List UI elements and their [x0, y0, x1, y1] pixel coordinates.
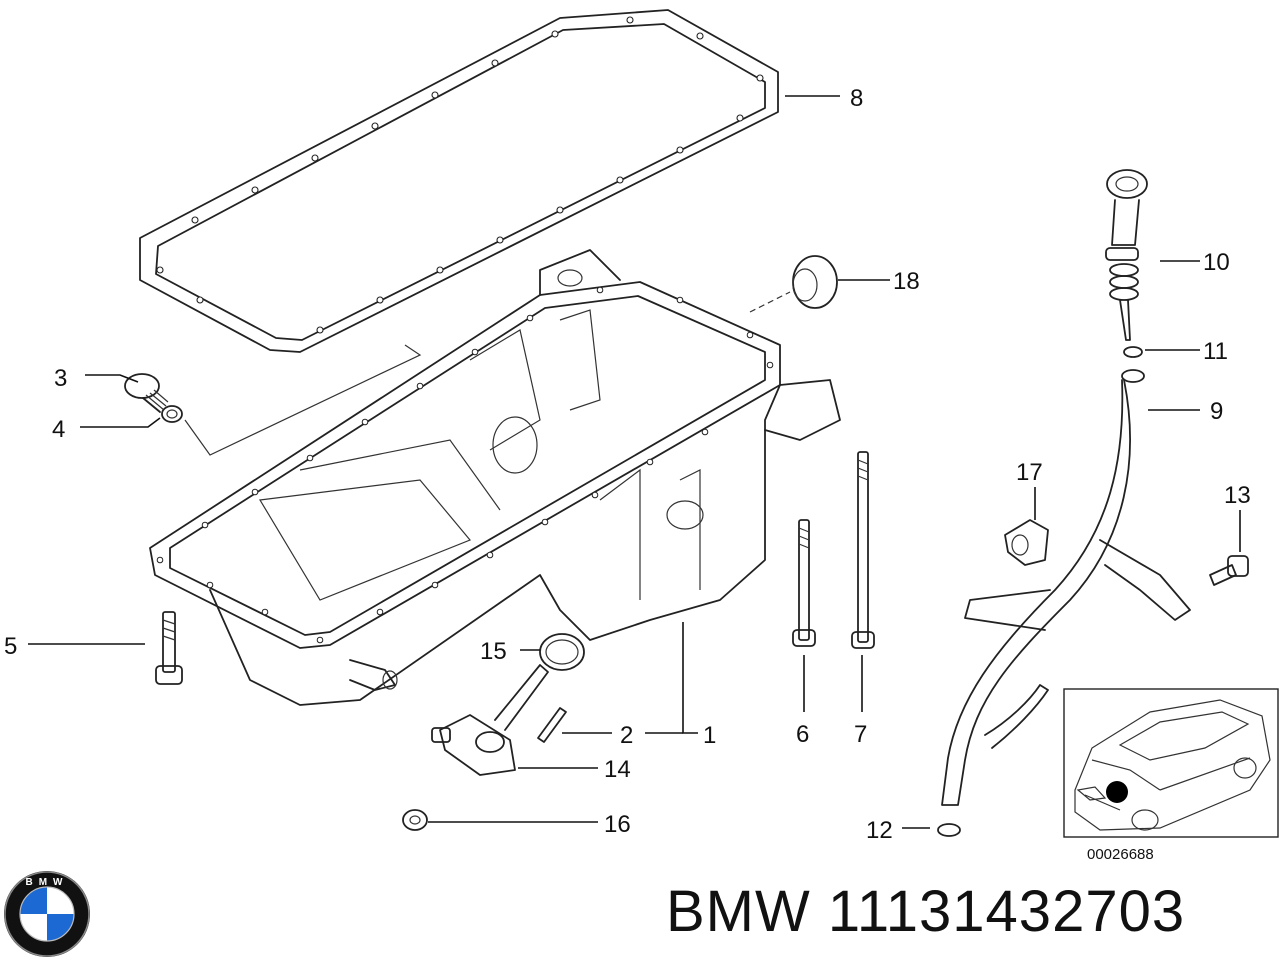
callout-7: 7: [854, 721, 867, 748]
callout-8: 8: [850, 85, 863, 112]
callout-2: 2: [620, 722, 633, 749]
leader-lines: [28, 95, 1241, 829]
callout-3: 3: [54, 365, 67, 392]
drain-plug-position-line: [184, 344, 422, 456]
callout-14: 14: [604, 756, 631, 783]
clip-17: [1004, 519, 1049, 566]
car-icon: [1074, 699, 1271, 831]
bolt-7: [851, 451, 875, 649]
o-ring-12: [937, 823, 961, 837]
bolt-5: [155, 611, 183, 685]
o-ring-15: [539, 633, 585, 671]
oil-pan: [149, 249, 841, 706]
plug-position-line: [749, 291, 791, 313]
callout-1: 1: [703, 722, 716, 749]
dipstick-guide-tube: [941, 369, 1191, 806]
callout-17: 17: [1016, 459, 1043, 486]
location-marker: [1106, 781, 1128, 803]
sealing-washer: [161, 405, 183, 423]
oil-pan-gasket: [139, 9, 779, 353]
callout-12: 12: [866, 817, 893, 844]
callout-4: 4: [52, 416, 65, 443]
o-ring-11: [1123, 346, 1143, 358]
callout-10: 10: [1203, 249, 1230, 276]
callout-5: 5: [4, 633, 17, 660]
pin-2: [537, 707, 567, 743]
part-title: BMW 11131432703: [666, 878, 1185, 945]
bmw-logo: BMW: [4, 871, 90, 957]
oil-dipstick: [1105, 169, 1148, 341]
nut-16: [402, 809, 428, 831]
callout-6: 6: [796, 721, 809, 748]
reference-number: 00026688: [1087, 846, 1154, 863]
callout-labels: 8 18 3 4 5 15 2 1 14 16 6 7 10 11 9 17 1…: [4, 85, 1251, 844]
svg-text:BMW: BMW: [26, 877, 69, 888]
drain-plug: [124, 373, 169, 413]
vehicle-inset: 00026688: [1063, 688, 1279, 863]
brand-name: BMW: [666, 879, 811, 944]
callout-9: 9: [1210, 398, 1223, 425]
bolt-13: [1209, 555, 1249, 586]
callout-16: 16: [604, 811, 631, 838]
part-number: 11131432703: [827, 879, 1186, 944]
bolt-6: [792, 519, 816, 647]
callout-18: 18: [893, 268, 920, 295]
callout-11: 11: [1203, 338, 1228, 365]
callout-15: 15: [480, 638, 507, 665]
plug-18: [792, 255, 838, 309]
oil-level-sensor: [431, 664, 549, 776]
callout-13: 13: [1224, 482, 1251, 509]
